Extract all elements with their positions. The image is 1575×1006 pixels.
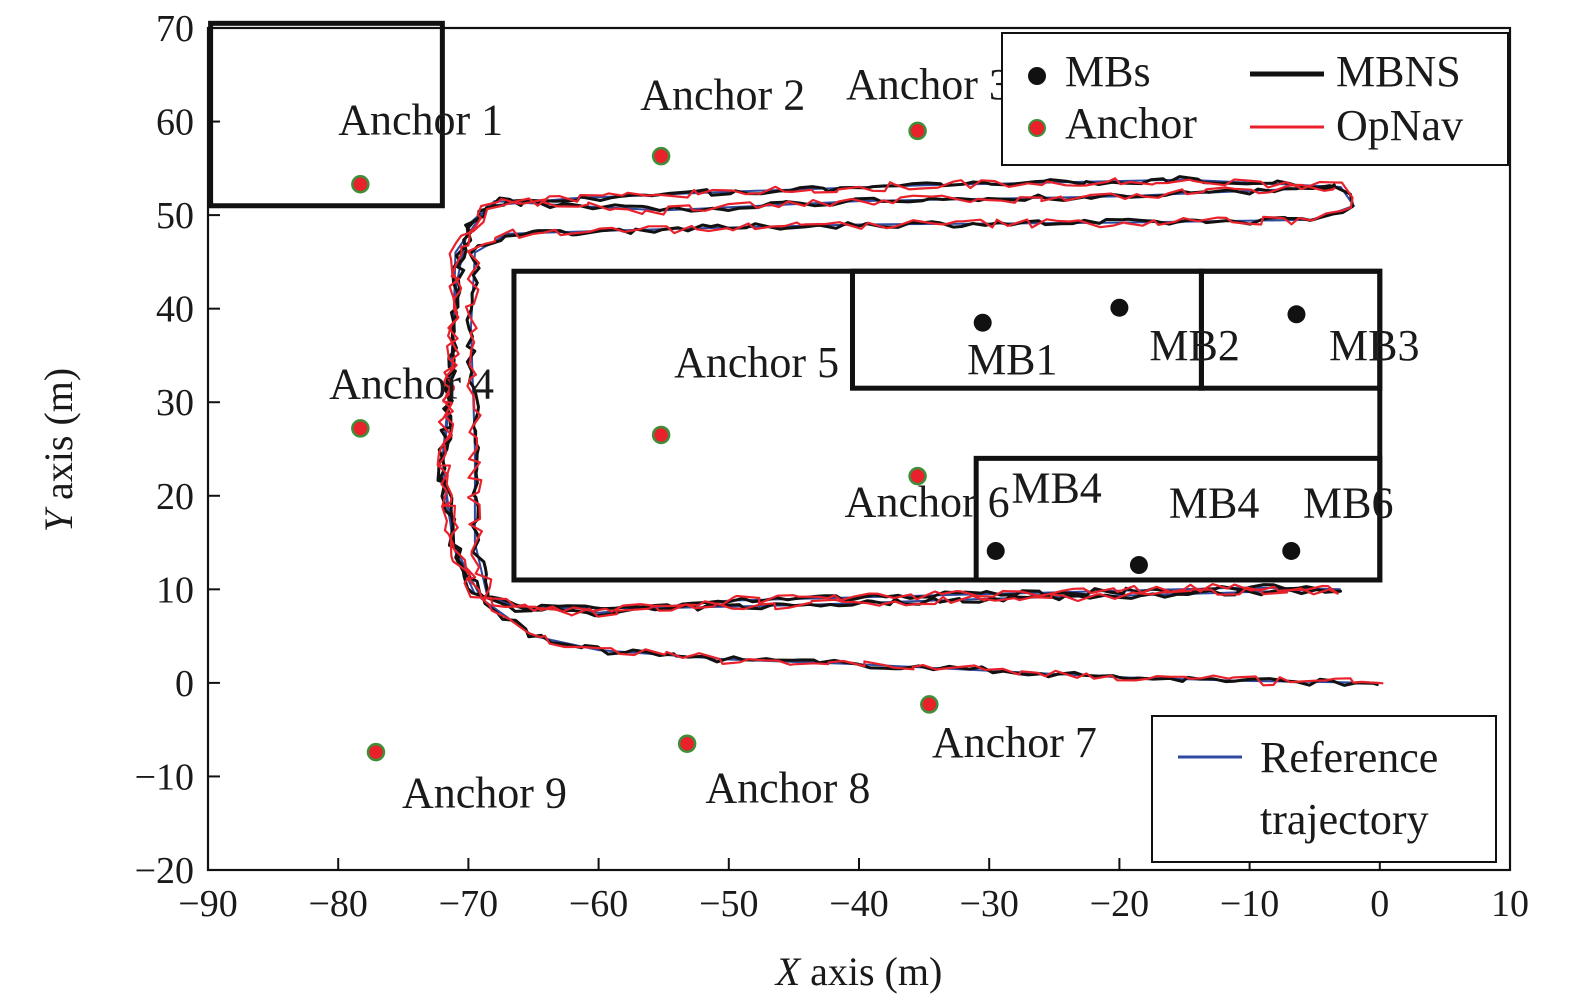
room-wall-box: [1198, 268, 1383, 391]
anchor-marker: [351, 419, 370, 438]
anchor-marker: [908, 121, 927, 141]
y-tick-label: 50: [156, 195, 194, 237]
mb-label: MB4: [1011, 463, 1101, 512]
mb-marker: [1282, 541, 1301, 560]
mb-label: MB3: [1329, 321, 1419, 370]
legend-mbs-label: MBs: [1065, 47, 1151, 96]
x-tick-label: −70: [439, 883, 498, 925]
legend-anchor-marker: [1028, 119, 1046, 137]
anchor-marker: [920, 695, 939, 714]
point-labels: Anchor 1 Anchor 2 Anchor 3 Anchor 4 Anchor 5…: [329, 60, 1419, 817]
x-tick-label: −30: [959, 883, 1018, 925]
y-tick-label: 40: [156, 289, 194, 331]
x-tick-label: −60: [569, 883, 628, 925]
legend-anchor-label: Anchor: [1065, 99, 1197, 148]
legend-mbns-label: MBNS: [1336, 47, 1461, 96]
y-tick-label: 20: [156, 476, 194, 518]
legend-mbs-marker: [1028, 67, 1046, 85]
x-tick-label: −50: [699, 883, 758, 925]
x-tick-label: −80: [308, 883, 367, 925]
anchor-marker: [366, 742, 386, 762]
mb-marker: [1129, 556, 1148, 575]
y-axis-label: Y axis (m): [36, 368, 81, 532]
y-tick-label: 70: [156, 8, 194, 50]
main-legend-box: [1001, 32, 1509, 166]
anchor-marker: [677, 734, 697, 753]
mb-marker: [1287, 305, 1306, 324]
mb-marker: [986, 541, 1005, 560]
anchor-label: Anchor 8: [705, 764, 870, 813]
room-wall-box: [511, 268, 1383, 583]
mb-label: MB1: [967, 335, 1057, 384]
anchor-label: Anchor 3: [846, 60, 1011, 109]
anchor-label: Anchor 7: [932, 718, 1097, 767]
mb-label: MB4: [1169, 478, 1259, 527]
anchor-label: Anchor 1: [338, 96, 503, 145]
y-tick-label: 0: [175, 663, 194, 705]
x-tick-label: 0: [1370, 883, 1389, 925]
anchor-marker: [351, 174, 370, 194]
opnav-trajectory-line: [436, 177, 1384, 687]
mb-marker: [1110, 298, 1129, 317]
anchor-label: Anchor 4: [329, 359, 494, 408]
y-axis-ticks: −20 −10 0 10 20 30 40 50 60 70: [135, 8, 220, 892]
anchor-label: Anchor 5: [674, 338, 839, 387]
room-wall-box: [973, 455, 1383, 583]
room-walls: [208, 20, 1383, 583]
y-tick-label: 10: [156, 569, 194, 611]
y-tick-label: 30: [156, 382, 194, 424]
x-tick-label: −10: [1220, 883, 1279, 925]
x-axis-ticks: −90 −80 −70 −60 −50 −40 −30 −20 −10 0 10: [178, 858, 1529, 925]
anchor-marker: [651, 146, 671, 166]
mb-marker: [973, 313, 992, 332]
legend-reference-label-1: Reference: [1260, 733, 1438, 782]
anchor-points: [351, 121, 939, 762]
reference-legend-box: [1151, 715, 1497, 863]
x-tick-label: −90: [178, 883, 237, 925]
reference-legend: Reference trajectory: [1151, 715, 1497, 863]
anchor-label: Anchor 9: [402, 768, 567, 817]
y-tick-label: −10: [135, 756, 194, 798]
legend-reference-label-2: trajectory: [1260, 795, 1429, 844]
anchor-marker: [651, 425, 671, 445]
room-wall-box: [208, 20, 445, 209]
x-tick-label: −40: [829, 883, 888, 925]
x-tick-label: 10: [1491, 883, 1529, 925]
mb-points: [973, 298, 1306, 575]
anchor-label: Anchor 2: [640, 70, 805, 119]
mb-label: MB2: [1149, 321, 1239, 370]
anchor-marker: [908, 466, 927, 486]
legend-opnav-label: OpNav: [1336, 101, 1463, 150]
x-axis-label: X axis (m): [774, 949, 943, 994]
x-tick-label: −20: [1090, 883, 1149, 925]
y-tick-label: 60: [156, 102, 194, 144]
main-legend: MBs Anchor MBNS OpNav: [1001, 32, 1509, 166]
trajectory-layer: [436, 175, 1384, 687]
mb-label: MB6: [1303, 478, 1393, 527]
mbns-trajectory-line: [436, 175, 1380, 687]
y-tick-label: −20: [135, 850, 194, 892]
anchor-label: Anchor 6: [845, 477, 1010, 526]
